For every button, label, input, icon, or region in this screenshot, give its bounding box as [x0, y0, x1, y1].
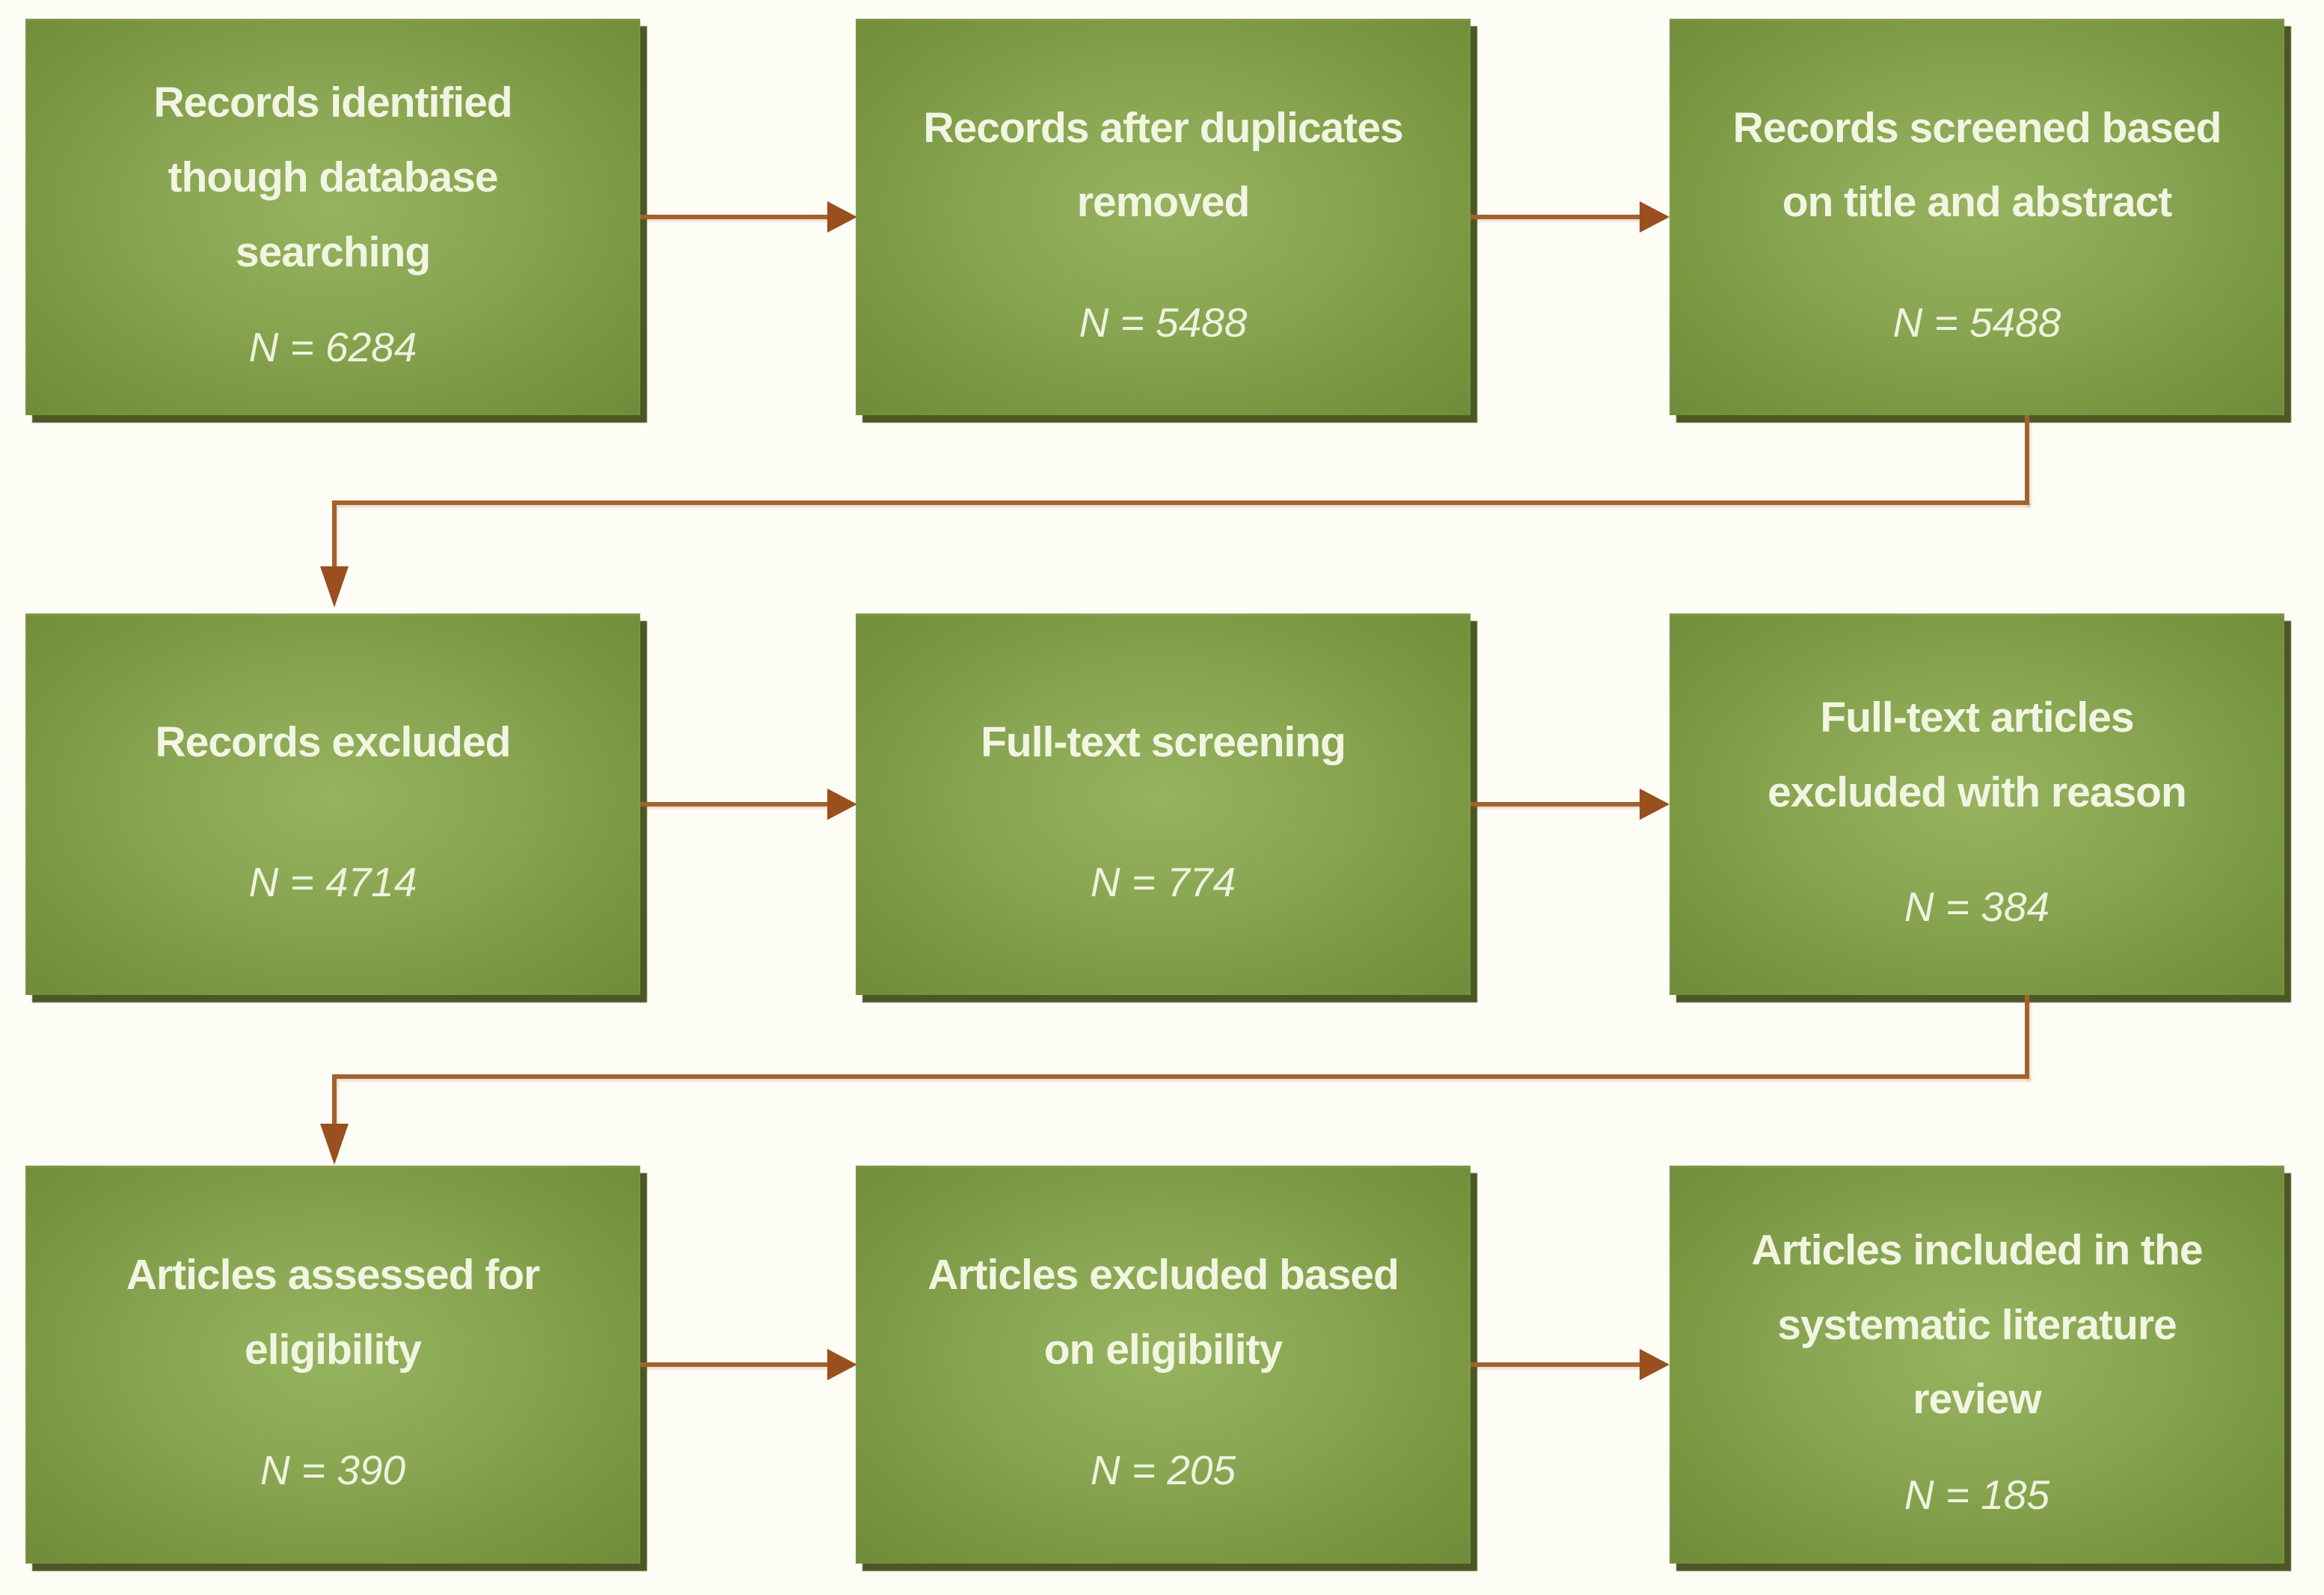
count-value: N = 5488 [1892, 299, 2061, 346]
arrow-head-row2-2 [1640, 789, 1670, 820]
title-line: Full-text screening [981, 718, 1346, 767]
box-title: Full-text articles excluded with reason [1767, 681, 2187, 830]
title-line: Records screened based [1732, 103, 2222, 152]
elbow1-vertical-start [2025, 415, 2029, 505]
arrow-line-row3-1 [640, 1362, 827, 1367]
elbow1-vertical-end [332, 505, 337, 566]
box-articles-assessed: Articles assessed for eligibility N = 39… [25, 1166, 640, 1564]
count-value: N = 205 [1090, 1446, 1236, 1493]
count-value: N = 6284 [248, 323, 417, 370]
title-line: eligibility [244, 1325, 422, 1374]
title-line: Records identified [153, 79, 512, 127]
elbow1-arrow-head [320, 566, 349, 607]
title-line: Articles excluded based [928, 1251, 1399, 1299]
arrow-line-row2-1 [640, 802, 827, 806]
title-line: though database [168, 153, 498, 201]
title-line: searching [235, 227, 431, 276]
arrow-head-row3-1 [827, 1349, 857, 1380]
elbow2-vertical-end [332, 1079, 337, 1125]
title-line: review [1913, 1375, 2041, 1424]
arrow-line-row3-2 [1471, 1362, 1640, 1367]
box-title: Records after duplicates removed [923, 91, 1403, 241]
title-line: excluded with reason [1767, 768, 2187, 816]
count-value: N = 5488 [1079, 299, 1248, 346]
title-line: Full-text articles [1820, 693, 2134, 741]
arrow-head-row2-1 [827, 789, 857, 820]
title-line: Articles assessed for [126, 1251, 540, 1299]
count-value: N = 384 [1904, 884, 2050, 931]
arrow-head-row1-1 [827, 201, 857, 233]
arrow-line-row2-2 [1471, 802, 1640, 806]
count-value: N = 185 [1904, 1472, 2050, 1519]
arrow-line-row1-2 [1471, 215, 1640, 219]
box-records-excluded: Records excluded N = 4714 [25, 613, 640, 995]
box-title: Full-text screening [981, 705, 1346, 780]
elbow2-vertical-start [2025, 995, 2029, 1079]
arrow-head-row3-2 [1640, 1349, 1670, 1380]
box-title: Records excluded [155, 705, 511, 780]
count-value: N = 774 [1090, 858, 1236, 905]
title-line: systematic literature [1777, 1300, 2177, 1349]
box-title: Records identified though database searc… [153, 66, 512, 290]
title-line: on title and abstract [1782, 178, 2173, 227]
box-fulltext-screening: Full-text screening N = 774 [856, 613, 1471, 995]
box-title: Articles included in the systematic lite… [1751, 1213, 2203, 1437]
box-title: Records screened based on title and abst… [1733, 91, 2222, 241]
box-articles-included: Articles included in the systematic lite… [1670, 1166, 2284, 1564]
title-line: removed [1076, 178, 1251, 227]
arrow-head-row1-2 [1640, 201, 1670, 233]
title-line: Records after duplicates [923, 103, 1403, 152]
box-articles-excluded: Articles excluded based on eligibility N… [856, 1166, 1471, 1564]
title-line: on eligibility [1043, 1325, 1284, 1374]
box-title: Articles excluded based on eligibility [928, 1238, 1399, 1388]
box-records-screened: Records screened based on title and abst… [1670, 19, 2284, 415]
count-value: N = 4714 [248, 858, 417, 905]
box-title: Articles assessed for eligibility [126, 1238, 540, 1388]
elbow2-horizontal [332, 1074, 2029, 1079]
elbow2-arrow-head [320, 1124, 349, 1165]
arrow-line-row1-1 [640, 215, 827, 219]
box-records-identified: Records identified though database searc… [25, 19, 640, 415]
title-line: Articles included in the [1751, 1225, 2203, 1274]
count-value: N = 390 [260, 1446, 406, 1493]
box-fulltext-excluded: Full-text articles excluded with reason … [1670, 613, 2284, 995]
title-line: Records excluded [155, 718, 511, 767]
box-duplicates-removed: Records after duplicates removed N = 548… [856, 19, 1471, 415]
elbow1-horizontal [332, 500, 2029, 505]
